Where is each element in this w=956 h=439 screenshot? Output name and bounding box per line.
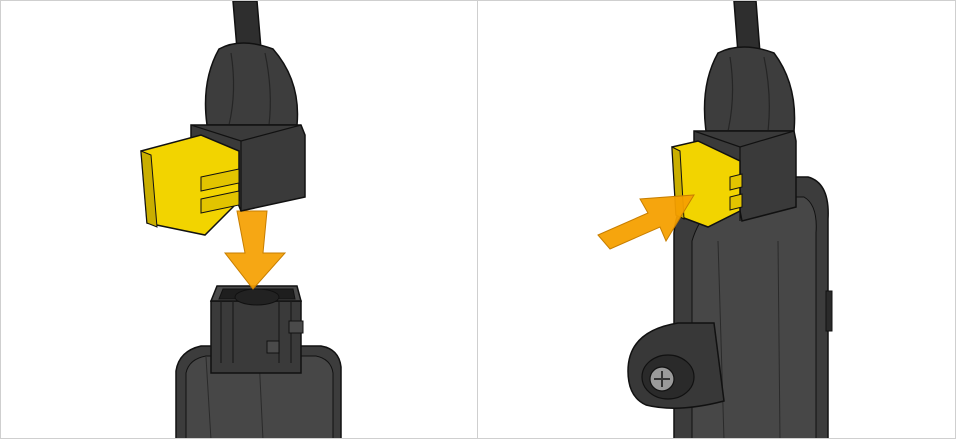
plug-strain-relief — [705, 47, 795, 131]
step-2-drawing — [478, 1, 956, 439]
mounting-boss — [628, 323, 724, 408]
panel-step-2 — [477, 0, 956, 439]
socket-receptacle — [211, 286, 303, 373]
screw-icon — [650, 367, 674, 391]
panel-step-1 — [0, 0, 478, 439]
cable — [734, 1, 760, 53]
plug-strain-relief — [206, 43, 298, 125]
arrow-down-icon — [225, 211, 285, 289]
cable — [233, 1, 261, 49]
step-1-drawing — [1, 1, 478, 439]
lock-clip-yellow — [141, 135, 239, 235]
